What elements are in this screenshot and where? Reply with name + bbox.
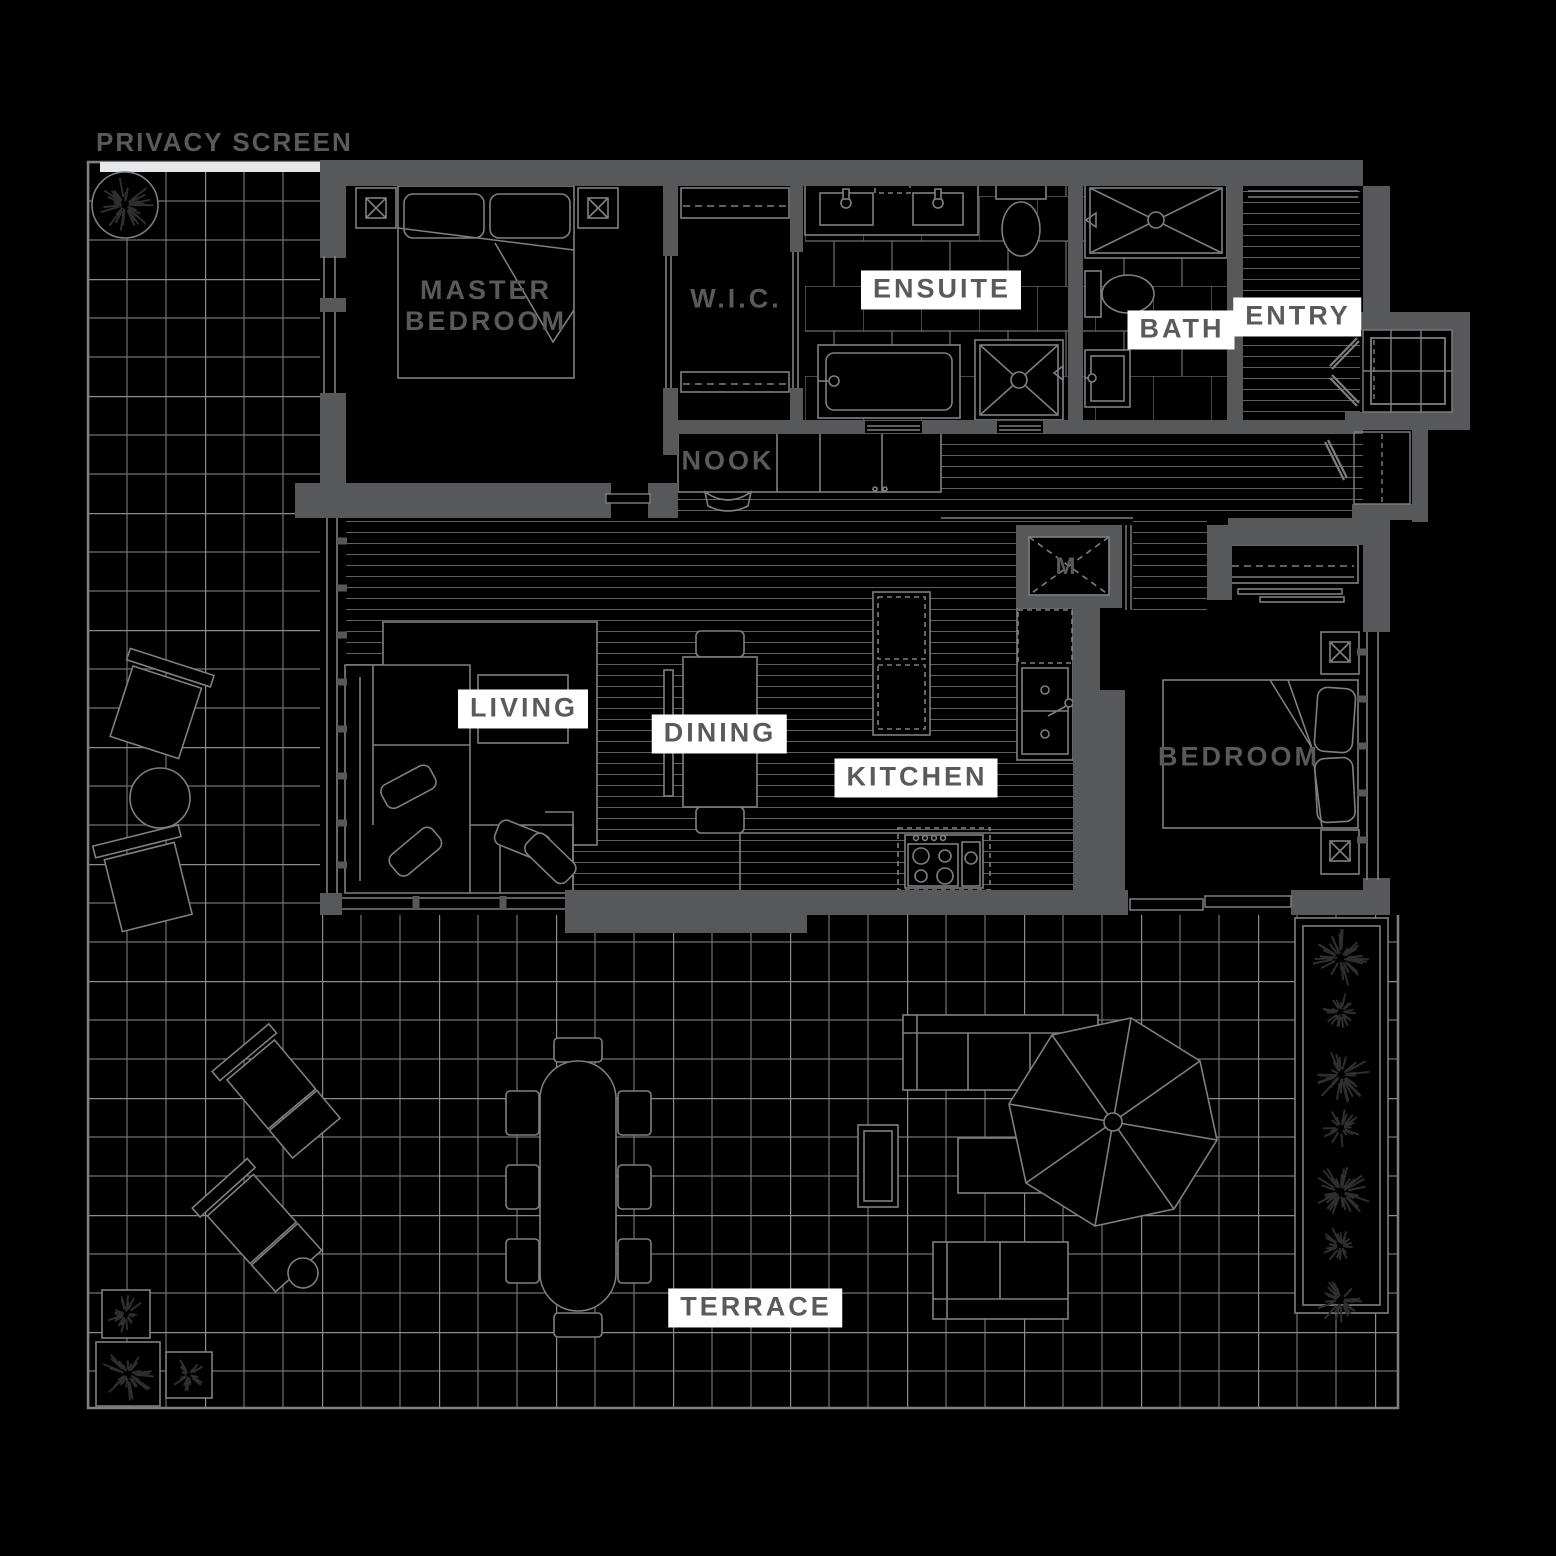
nook-desk-icon — [677, 432, 942, 512]
interior-furniture — [344, 181, 1360, 894]
range-icon — [739, 827, 1073, 891]
entry-closet-icon — [1248, 190, 1358, 198]
planter-strip-icon — [1294, 917, 1389, 1314]
outdoor-armchair-icon — [109, 647, 216, 760]
ensuite-vanity-icon — [804, 181, 979, 236]
toilet-icon — [995, 182, 1047, 257]
outdoor-armchair-icon — [91, 823, 194, 933]
bath-vanity-icon — [1084, 349, 1131, 408]
mechanical-closet-icon — [1028, 536, 1110, 596]
kitchen-island-icon — [872, 591, 931, 736]
room-label-dining: DINING — [651, 714, 787, 754]
bed-icon — [1162, 679, 1359, 829]
sofa-icon — [344, 664, 577, 894]
terrace-furniture — [91, 171, 1389, 1407]
nightstand-icon — [577, 187, 619, 229]
wall-details — [605, 329, 1453, 911]
master-bed-icon — [397, 185, 575, 379]
planter-box-icon — [95, 1341, 161, 1407]
outdoor-sofa-icon — [932, 1241, 1069, 1320]
lounge-chair-icon — [191, 1157, 323, 1293]
privacy-screen-bar — [100, 162, 320, 172]
nightstand-icon — [1320, 631, 1360, 675]
planter-box-icon — [165, 1351, 213, 1399]
room-label-entry: ENTRY — [1233, 297, 1361, 337]
plant-icon — [100, 177, 154, 231]
wic-closet-icon — [665, 187, 799, 393]
lounge-chair-icon — [211, 1022, 342, 1160]
room-label-master-bedroom: MASTER BEDROOM — [405, 274, 567, 336]
sliding-door-icon — [1129, 895, 1292, 911]
living-west-window — [326, 518, 338, 893]
side-table-icon — [857, 1124, 899, 1208]
toilet-icon — [1084, 270, 1155, 318]
planter-box-icon — [101, 1289, 151, 1339]
windows — [323, 256, 1379, 910]
bathtub-icon — [817, 344, 961, 419]
entry-doors-icon — [1324, 337, 1360, 481]
room-label-terrace: TERRACE — [668, 1288, 842, 1328]
nightstand-icon — [355, 187, 397, 229]
nightstand-icon — [1320, 829, 1360, 875]
round-side-table-icon — [287, 1257, 319, 1289]
room-label-ensuite: ENSUITE — [860, 270, 1022, 310]
kitchen-sink-counter-icon — [1016, 607, 1074, 761]
room-label-kitchen: KITCHEN — [834, 758, 998, 798]
privacy-screen-label: PRIVACY SCREEN — [96, 127, 353, 157]
hall-closet-icon — [1353, 431, 1411, 505]
shower-icon — [974, 339, 1064, 421]
room-label-nook: NOOK — [681, 445, 775, 476]
round-side-table-icon — [129, 767, 191, 829]
outdoor-dining-set-icon — [505, 1037, 652, 1338]
vestibule-icon — [1362, 329, 1453, 413]
room-label-bath: BATH — [1127, 310, 1235, 350]
umbrella-icon — [1008, 1017, 1218, 1227]
room-label-mechanical: M — [1055, 553, 1077, 581]
room-label-bedroom: BEDROOM — [1158, 741, 1320, 772]
shower-icon — [1084, 182, 1228, 259]
room-label-living: LIVING — [457, 689, 589, 729]
living-south-window — [342, 897, 565, 910]
room-label-wic: W.I.C. — [690, 283, 782, 314]
planter-pot-icon — [91, 171, 159, 239]
